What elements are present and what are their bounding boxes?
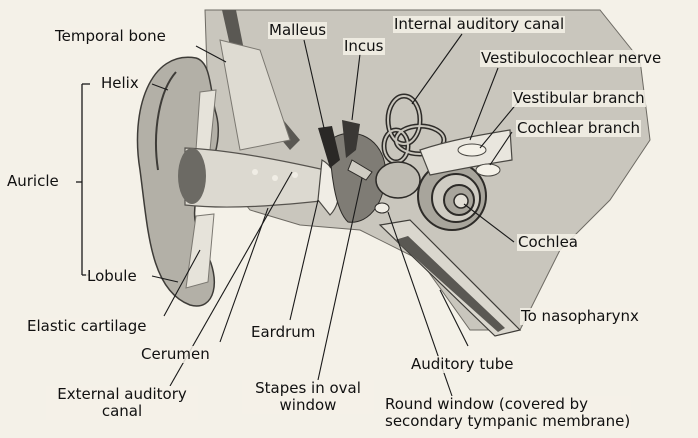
label-stapes-oval-window: Stapes in oval window — [242, 380, 374, 414]
cerumen-dot — [292, 172, 298, 178]
label-round-window-line2: secondary tympanic membrane) — [385, 412, 630, 430]
auricle-bracket — [76, 84, 90, 275]
label-to-nasopharynx: To nasopharynx — [520, 308, 640, 325]
label-internal-auditory-canal: Internal auditory canal — [393, 16, 565, 33]
label-external-auditory-canal-line2: canal — [102, 402, 142, 420]
label-round-window-line1: Round window (covered by — [385, 395, 588, 413]
label-stapes-line1: Stapes in oval — [255, 379, 361, 397]
cochlear-branch-shape — [476, 164, 500, 176]
canal-opening — [178, 148, 206, 204]
label-helix: Helix — [100, 75, 140, 92]
round-window-shape — [375, 203, 389, 213]
cerumen-dot — [252, 169, 258, 175]
label-stapes-line2: window — [280, 396, 337, 414]
label-lobule: Lobule — [86, 268, 138, 285]
label-cochlear-branch: Cochlear branch — [516, 120, 641, 137]
label-vestibulocochlear-nerve: Vestibulocochlear nerve — [480, 50, 662, 67]
label-cerumen: Cerumen — [140, 346, 211, 363]
label-incus: Incus — [343, 38, 385, 55]
label-auditory-tube: Auditory tube — [410, 356, 514, 373]
label-temporal-bone: Temporal bone — [54, 28, 167, 45]
cochlea-shape — [418, 162, 486, 230]
label-cochlea: Cochlea — [517, 234, 579, 251]
label-external-auditory-canal-line1: External auditory — [57, 385, 187, 403]
label-round-window: Round window (covered by secondary tympa… — [384, 396, 631, 430]
label-external-auditory-canal: External auditory canal — [46, 386, 198, 420]
label-elastic-cartilage: Elastic cartilage — [26, 318, 147, 335]
vestibule-shape — [376, 162, 420, 198]
cerumen-dot — [272, 175, 278, 181]
label-auricle: Auricle — [6, 173, 60, 190]
label-eardrum: Eardrum — [250, 324, 316, 341]
label-vestibular-branch: Vestibular branch — [512, 90, 646, 107]
label-malleus: Malleus — [268, 22, 327, 39]
